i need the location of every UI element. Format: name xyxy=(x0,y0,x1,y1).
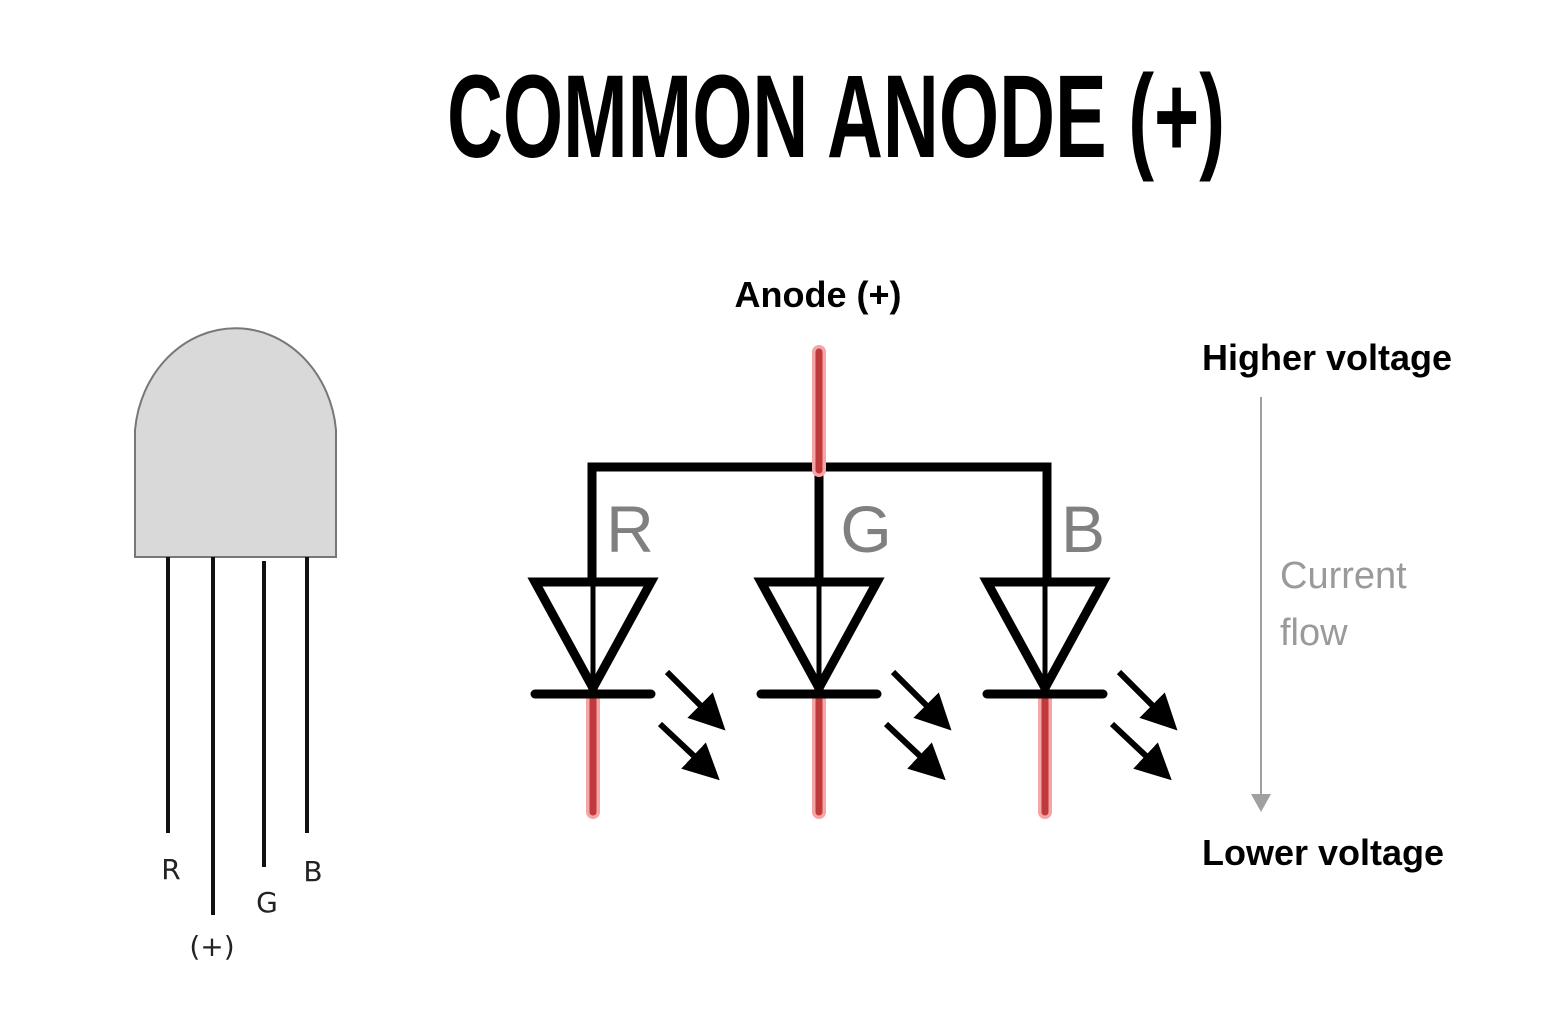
higher-voltage-label: Higher voltage xyxy=(1202,337,1452,378)
pin-label-anode: (+) xyxy=(189,930,234,963)
light-emission-arrow-icon xyxy=(1109,721,1172,781)
pin-label-g: G xyxy=(256,886,278,919)
light-emission-arrow-icon xyxy=(890,669,952,731)
voltage-scale: Higher voltage Current flow Lower voltag… xyxy=(1202,337,1452,873)
schematic: Anode (+) R G B xyxy=(527,274,1178,819)
light-emission-arrow-icon xyxy=(657,721,720,781)
current-flow-label-1: Current xyxy=(1280,555,1407,597)
channel-label-b: B xyxy=(1061,492,1105,566)
light-emission-arrow-icon xyxy=(883,721,946,781)
channel-label-g: G xyxy=(840,492,891,566)
anode-label: Anode (+) xyxy=(735,274,902,315)
led-body xyxy=(134,327,337,558)
page-title: COMMON ANODE (+) xyxy=(447,51,1225,183)
light-emission-arrow-icon xyxy=(1116,669,1178,731)
pin-label-r: R xyxy=(161,853,180,886)
current-flow-label-2: flow xyxy=(1280,612,1348,654)
lower-voltage-label: Lower voltage xyxy=(1202,832,1444,873)
channel-label-r: R xyxy=(606,492,654,566)
light-emission-arrow-icon xyxy=(664,669,726,731)
rgb-led-package: R (+) G B xyxy=(134,327,337,963)
current-flow-arrow-icon xyxy=(1251,794,1271,812)
pin-label-b: B xyxy=(303,855,322,888)
